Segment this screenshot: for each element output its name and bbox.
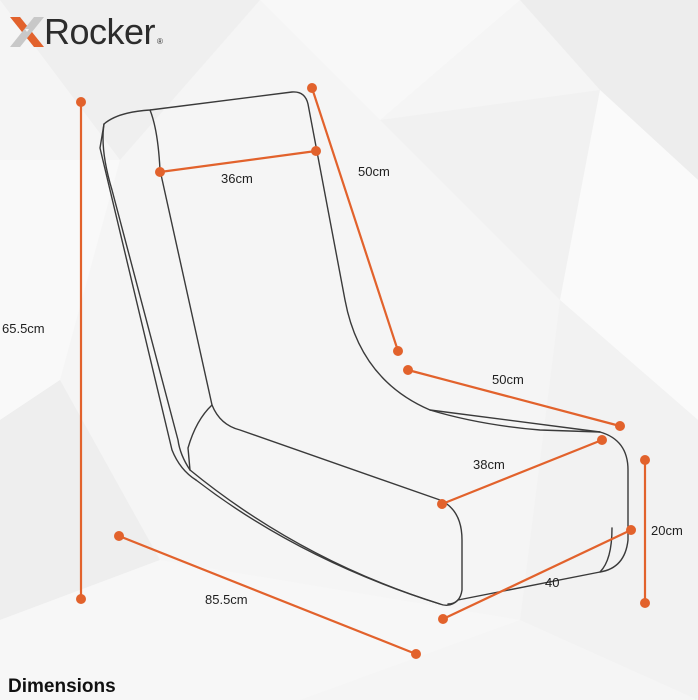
- seat-height-label: 20cm: [651, 523, 683, 538]
- base-width-label: 40: [545, 575, 559, 590]
- base-length-label: 85.5cm: [205, 592, 248, 607]
- brand-name: Rocker: [44, 11, 156, 52]
- total-height-label: 65.5cm: [2, 321, 45, 336]
- chair-outline: [99, 91, 629, 607]
- dimensions-heading: Dimensions: [8, 676, 116, 697]
- seat-length-label: 50cm: [492, 372, 524, 387]
- x-logo-icon: [10, 17, 44, 47]
- brand-logo: Rocker ®: [8, 10, 163, 54]
- seat-width-label: 38cm: [473, 457, 505, 472]
- dimension-lines: [76, 83, 650, 659]
- registered-mark: ®: [157, 36, 163, 46]
- back-height-label: 50cm: [358, 164, 390, 179]
- back-width-label: 36cm: [221, 171, 253, 186]
